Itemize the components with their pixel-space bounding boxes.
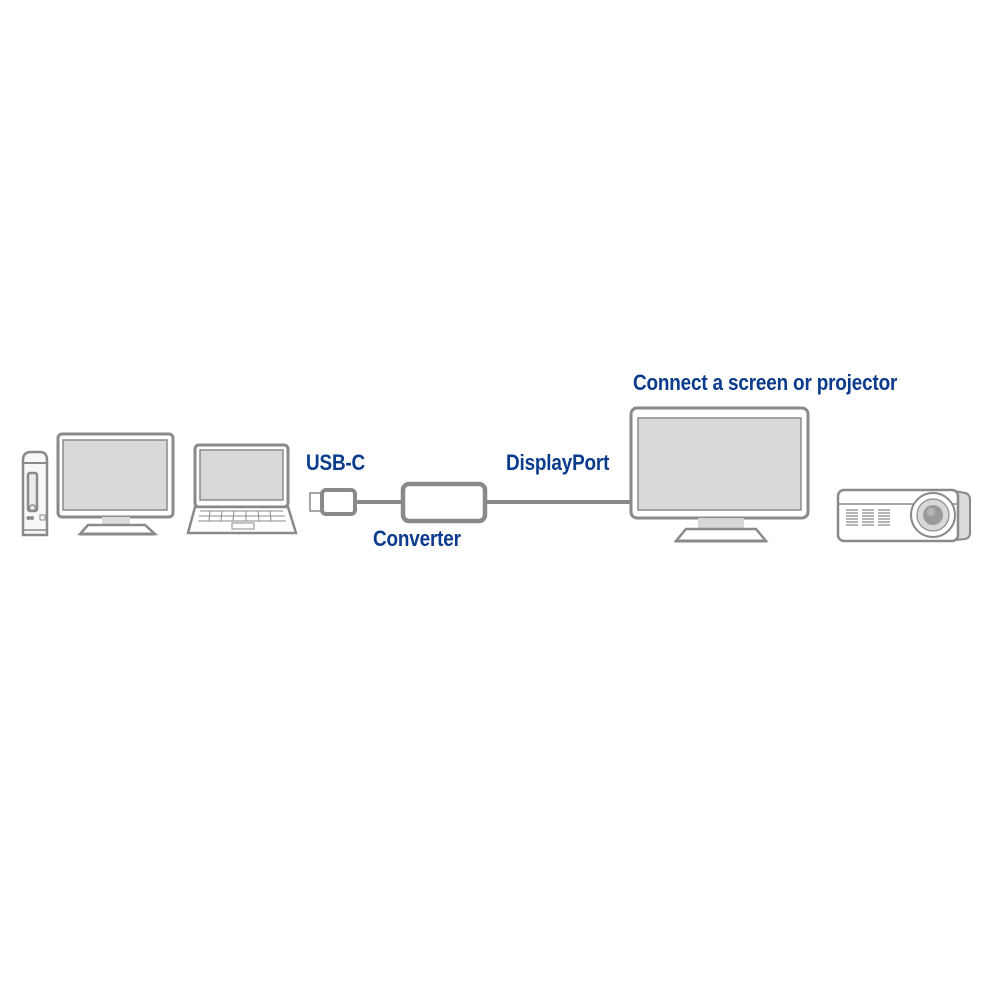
displayport-label: DisplayPort — [506, 450, 610, 475]
projector-icon — [836, 488, 971, 543]
desktop-monitor-icon — [56, 432, 175, 536]
converter-box-icon — [400, 481, 488, 524]
target-devices-label: Connect a screen or projector — [633, 370, 898, 395]
laptop-icon — [186, 443, 298, 535]
usb-c-plug-icon — [309, 488, 357, 516]
desktop-tower-icon — [21, 450, 49, 537]
usb-c-label: USB-C — [306, 450, 366, 475]
converter-label: Converter — [373, 526, 461, 551]
output-monitor-icon — [629, 406, 810, 543]
